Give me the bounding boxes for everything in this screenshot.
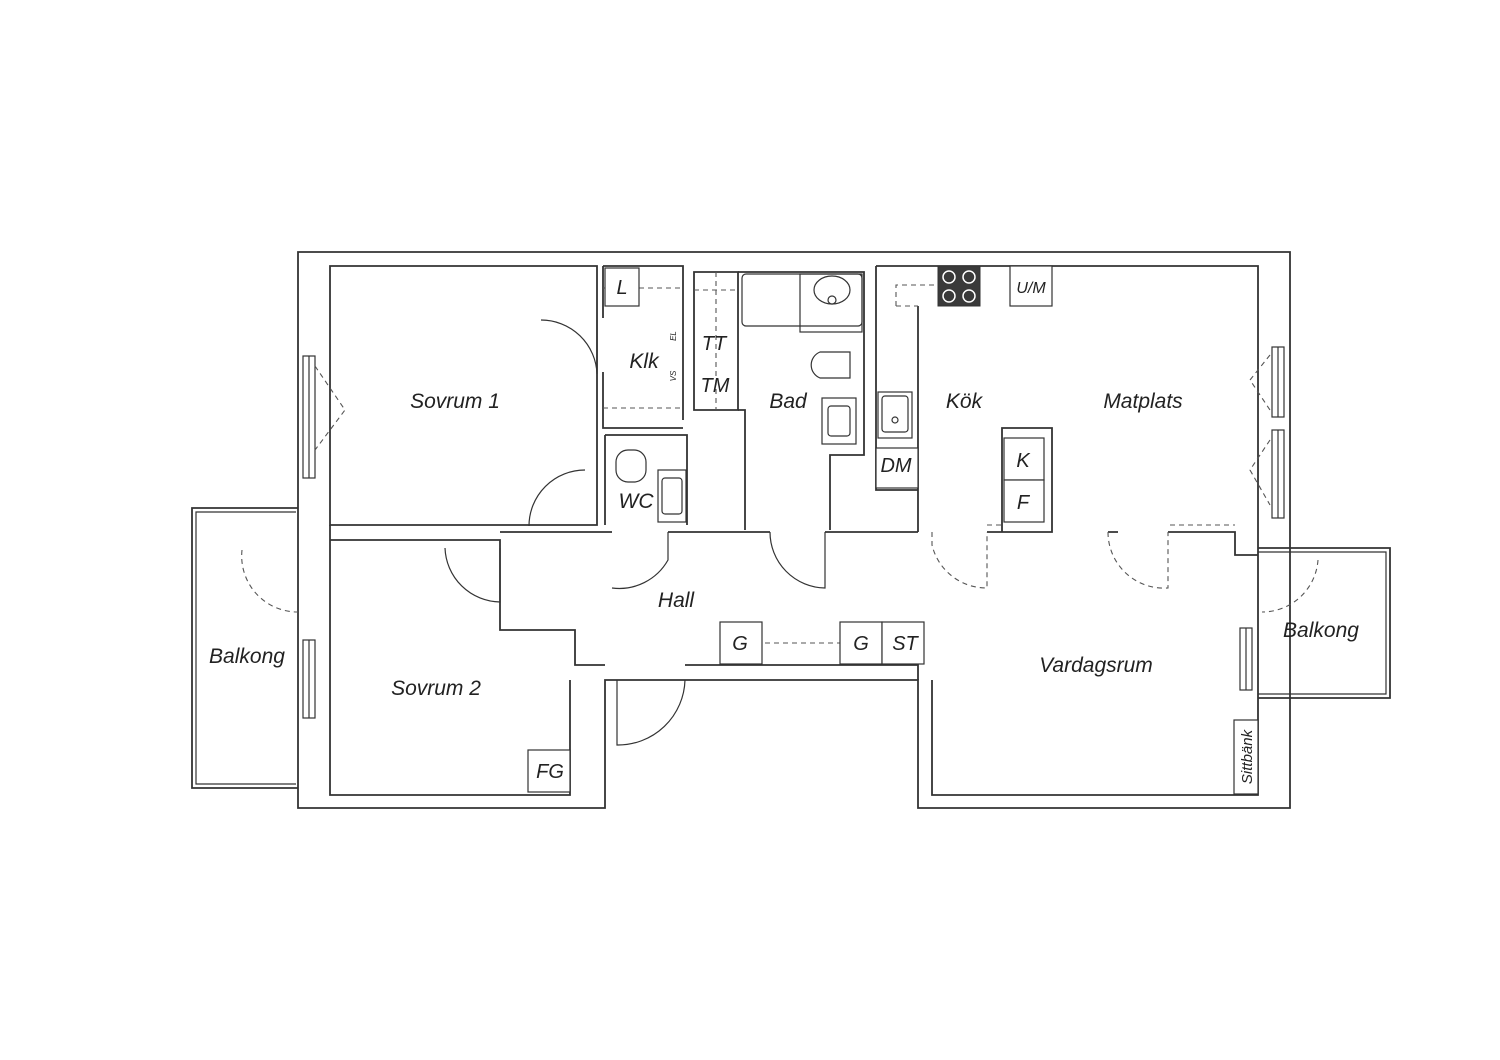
room-label-bad: Bad [769,390,808,413]
room-label-balkong-left: Balkong [209,645,285,668]
fixture-label-f: F [1017,492,1031,514]
windows [302,346,1285,719]
fixture-label-k: K [1016,450,1031,472]
fixture-labels: L TT TM EL VS U/M DM K F G G ST FG Sittb… [536,277,1256,784]
fixture-label-el: EL [669,331,678,341]
fixture-label-st: ST [892,633,919,655]
outer-walls [297,251,1291,809]
room-label-matplats: Matplats [1103,390,1183,413]
fixture-label-tt: TT [702,333,728,355]
room-label-balkong-right: Balkong [1283,619,1359,642]
balconies [191,507,1391,789]
door-swings [241,272,1319,746]
fixture-label-um: U/M [1016,280,1046,297]
interior-walls [329,265,1258,556]
fixture-label-fg: FG [536,761,564,783]
fixture-label-tm: TM [701,375,730,397]
room-labels: Sovrum 1 Sovrum 2 Klk WC Bad Kök Matplat… [209,350,1359,700]
room-label-sovrum-1: Sovrum 1 [410,390,500,413]
room-label-kok: Kök [946,390,984,413]
room-label-hall: Hall [658,589,696,612]
fixture-label-l: L [616,277,627,299]
fixture-label-sittbank: Sittbänk [1239,728,1256,784]
fixture-label-dm: DM [880,455,911,477]
fixture-label-g-2: G [853,633,869,655]
room-label-klk: Klk [629,350,660,373]
fixture-label-vs: VS [669,370,678,381]
fixture-label-g-1: G [732,633,748,655]
fixtures-geometry [527,265,1259,795]
room-label-wc: WC [619,490,655,513]
room-label-sovrum-2: Sovrum 2 [391,677,481,700]
room-label-vardagsrum: Vardagsrum [1039,654,1153,677]
